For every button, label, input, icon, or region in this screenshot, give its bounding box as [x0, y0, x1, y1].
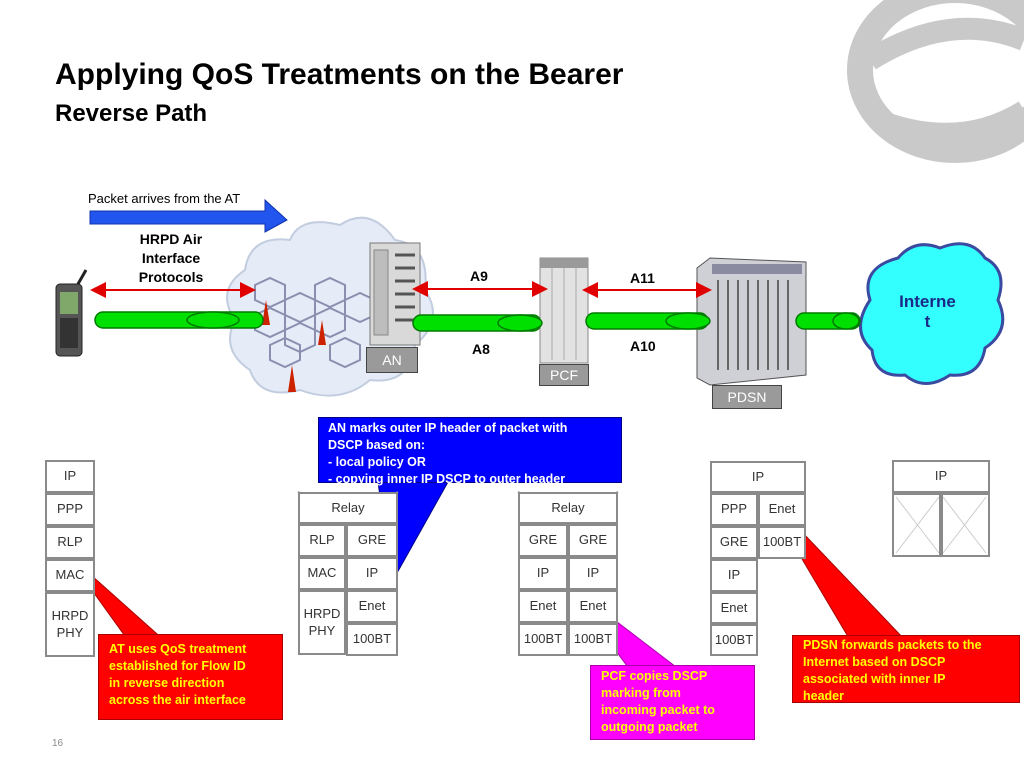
- slide-title: Applying QoS Treatments on the Bearer: [55, 58, 624, 91]
- internet-label: Interne t: [880, 292, 975, 333]
- pcf-stack-enet-left: Enet: [518, 590, 568, 623]
- internet-label-line2: t: [924, 312, 931, 332]
- internet-stack-empty-cells: [895, 496, 987, 554]
- an-callout-line-2: DSCP based on:: [328, 437, 426, 452]
- pcf-callout-line-1: PCF copies DSCP: [601, 669, 708, 683]
- page-number: 16: [52, 738, 64, 749]
- pcf-callout-line-2: marking from: [601, 685, 681, 700]
- pcf-stack-100bt-left: 100BT: [518, 623, 568, 656]
- at-stack-mac: MAC: [45, 559, 95, 592]
- pcf-callout-text: PCF copies DSCP marking from incoming pa…: [601, 668, 751, 736]
- pdsn-node-label: PDSN: [712, 385, 782, 409]
- pdsn-stack-ppp: PPP: [710, 493, 758, 526]
- slide-subtitle: Reverse Path: [55, 100, 208, 127]
- pdsn-callout-line-3: associated with inner IP: [803, 671, 946, 686]
- internet-cloud-icon: [859, 242, 1005, 385]
- internet-stack-ip: IP: [892, 460, 990, 493]
- at-callout-line-3: in reverse direction: [109, 675, 225, 690]
- pcf-stack-ip-right: IP: [568, 557, 618, 590]
- at-stack-rlp: RLP: [45, 526, 95, 559]
- an-stack-gre: GRE: [346, 524, 398, 557]
- an-stack-relay: Relay: [298, 492, 398, 524]
- an-stack-phy: HRPD PHY: [298, 590, 346, 655]
- a10-label: A10: [630, 338, 656, 354]
- tunnel-a10: [585, 312, 711, 330]
- tunnel-gi: [795, 312, 861, 330]
- an-stack-rlp: RLP: [298, 524, 346, 557]
- an-callout-text: AN marks outer IP header of packet with …: [328, 420, 618, 488]
- air-interface-label: HRPD Air Interface Protocols: [138, 231, 204, 285]
- packet-direction-arrow: [89, 198, 288, 233]
- pcf-callout-line-3: incoming packet to: [601, 702, 715, 717]
- pdsn-callout-line-2: Internet based on DSCP: [803, 654, 946, 669]
- an-callout-box: AN marks outer IP header of packet with …: [318, 417, 622, 486]
- pdsn-stack-ip-lower: IP: [710, 559, 758, 592]
- pcf-stack-enet-right: Enet: [568, 590, 618, 623]
- at-callout-line-1: AT uses QoS treatment: [109, 642, 247, 656]
- internet-stack-cell-left: [892, 493, 941, 557]
- pdsn-stack-100bt-right: 100BT: [758, 526, 806, 559]
- pcf-node-label: PCF: [539, 364, 589, 386]
- pdsn-callout-line-4: header: [803, 688, 844, 703]
- an-callout-line-4: - copying inner IP DSCP to outer header: [328, 471, 566, 486]
- pcf-stack-relay: Relay: [518, 492, 618, 524]
- an-callout-line-3: - local policy OR: [328, 454, 426, 469]
- an-stack-enet: Enet: [346, 590, 398, 623]
- pcf-rack-icon: [539, 257, 589, 364]
- tunnel-air: [94, 311, 264, 329]
- pdsn-callout-line-1: PDSN forwards packets to the: [803, 638, 982, 652]
- an-stack-ip: IP: [346, 557, 398, 590]
- pdsn-chassis-icon: [696, 257, 807, 386]
- pcf-stack-gre-left: GRE: [518, 524, 568, 557]
- tunnel-a8: [412, 314, 543, 332]
- at-stack-ip: IP: [45, 460, 95, 493]
- an-rack-icon: [369, 242, 421, 346]
- pdsn-stack-gre: GRE: [710, 526, 758, 559]
- a8-label: A8: [472, 341, 490, 357]
- pdsn-stack-enet-lower: Enet: [710, 592, 758, 624]
- pdsn-stack-100bt-lower: 100BT: [710, 624, 758, 656]
- pcf-callout-box: PCF copies DSCP marking from incoming pa…: [590, 665, 755, 740]
- an-node-label: AN: [366, 347, 418, 373]
- at-callout-line-4: across the air interface: [109, 692, 246, 707]
- internet-label-line1: Interne: [899, 292, 956, 311]
- an-callout-line-1: AN marks outer IP header of packet with: [328, 421, 568, 435]
- packet-arrives-label: Packet arrives from the AT: [88, 191, 241, 206]
- handset-icon: [55, 269, 88, 357]
- an-stack-100bt: 100BT: [346, 623, 398, 656]
- at-callout-text: AT uses QoS treatment established for Fl…: [109, 641, 279, 709]
- pdsn-stack-enet-right: Enet: [758, 493, 806, 526]
- at-stack-ppp: PPP: [45, 493, 95, 526]
- pcf-callout-line-4: outgoing packet: [601, 719, 698, 734]
- internet-stack-cell-right: [941, 493, 990, 557]
- a9-label: A9: [470, 268, 488, 284]
- pcf-stack-gre-right: GRE: [568, 524, 618, 557]
- pcf-stack-ip-left: IP: [518, 557, 568, 590]
- at-stack-phy: HRPD PHY: [45, 592, 95, 657]
- an-stack-mac: MAC: [298, 557, 346, 590]
- pdsn-callout-box: PDSN forwards packets to the Internet ba…: [792, 635, 1020, 703]
- pdsn-stack-ip: IP: [710, 461, 806, 493]
- a11-label: A11: [630, 270, 655, 286]
- pcf-stack-100bt-right: 100BT: [568, 623, 618, 656]
- pdsn-callout-text: PDSN forwards packets to the Internet ba…: [803, 637, 1018, 705]
- at-callout-box: AT uses QoS treatment established for Fl…: [98, 634, 283, 720]
- at-callout-line-2: established for Flow ID: [109, 658, 246, 673]
